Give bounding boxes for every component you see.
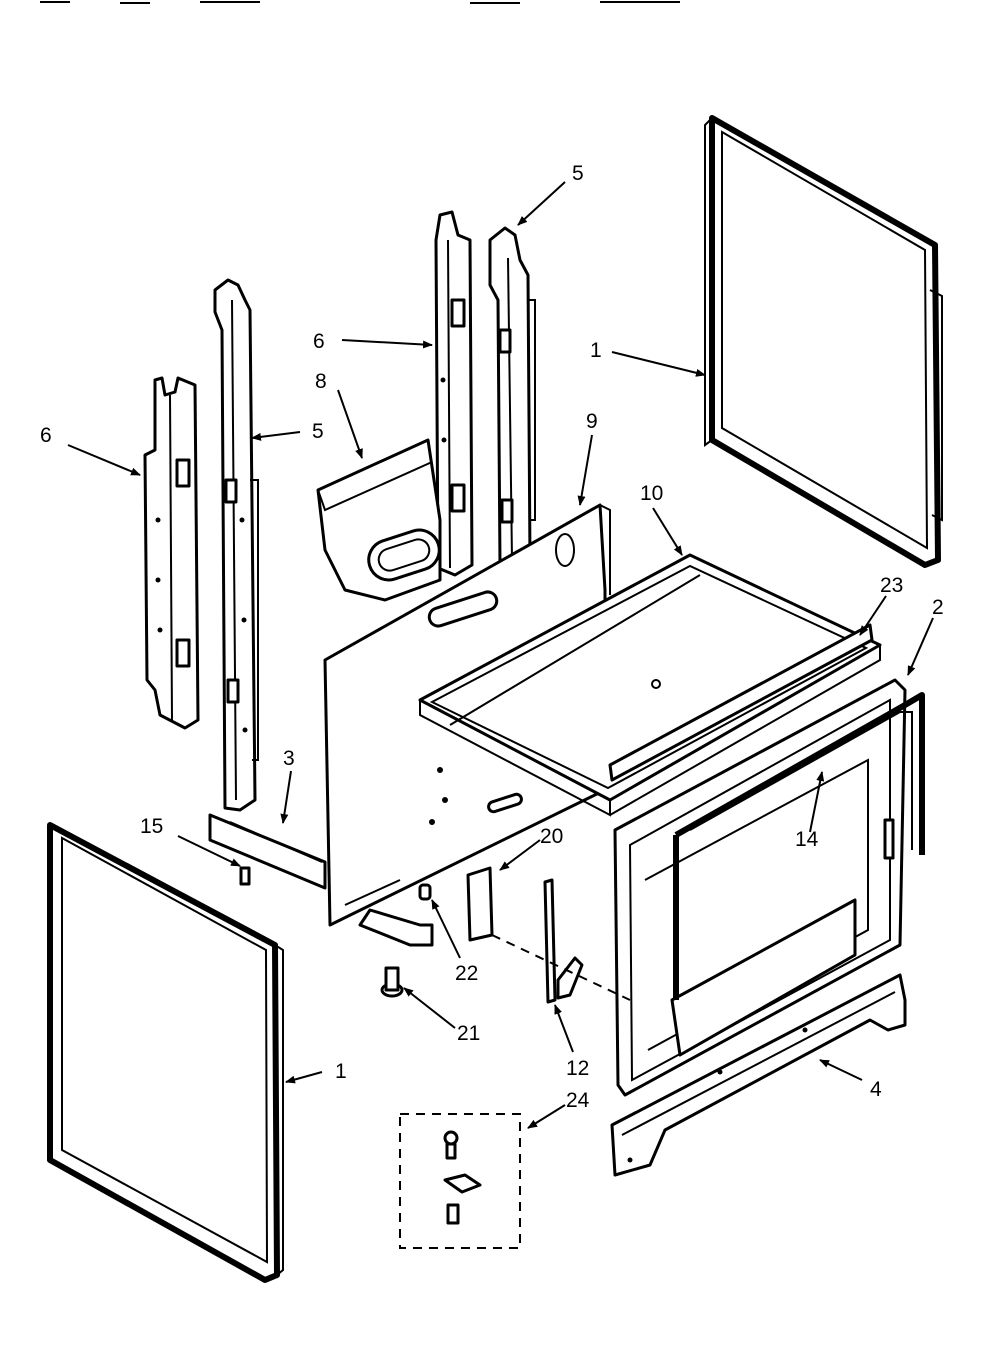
leader-lines xyxy=(67,181,934,1129)
callout-15: 15 xyxy=(140,815,163,838)
callout-10: 10 xyxy=(640,482,663,505)
callout-22: 22 xyxy=(455,962,478,985)
rear-brace-left xyxy=(143,376,200,730)
callout-24: 24 xyxy=(566,1089,590,1112)
callout-5-right: 5 xyxy=(572,162,584,185)
kick-plate xyxy=(610,973,907,1177)
clip-22 xyxy=(418,883,432,901)
callout-6-right: 6 xyxy=(313,330,325,353)
screw-15 xyxy=(239,866,251,886)
front-brace-right xyxy=(488,226,536,570)
base-block xyxy=(358,908,434,947)
bracket-plate xyxy=(466,866,631,1001)
front-rail xyxy=(208,813,327,890)
front-brace-left xyxy=(213,278,259,812)
callout-23: 23 xyxy=(880,574,903,597)
callout-labels: 5 1 6 5 6 8 9 10 23 2 14 3 15 20 22 21 1… xyxy=(40,162,944,1112)
leveling-leg xyxy=(380,966,404,998)
top-edge-artifact xyxy=(40,1,680,4)
callout-4: 4 xyxy=(870,1078,882,1101)
front-frame xyxy=(613,678,907,1097)
callout-3: 3 xyxy=(283,747,295,770)
callout-14: 14 xyxy=(795,828,819,851)
callout-1-top: 1 xyxy=(590,339,602,362)
rear-brace-right xyxy=(434,210,474,577)
oven-bottom xyxy=(418,553,882,817)
callout-5-left: 5 xyxy=(312,420,324,443)
callout-8: 8 xyxy=(315,370,327,393)
callout-6-left: 6 xyxy=(40,424,52,447)
callout-1-bottom: 1 xyxy=(335,1060,347,1083)
hinge-bracket xyxy=(543,878,584,1004)
callout-21: 21 xyxy=(457,1022,480,1045)
callout-20: 20 xyxy=(540,825,563,848)
hardware-kit xyxy=(399,1113,521,1249)
door-gasket xyxy=(673,692,925,1000)
callout-9: 9 xyxy=(586,410,598,433)
callout-2: 2 xyxy=(932,596,944,619)
burner-strip xyxy=(608,623,874,782)
callout-12: 12 xyxy=(566,1057,589,1080)
vent-duct xyxy=(316,438,442,602)
side-panel-left xyxy=(47,822,284,1283)
side-panel-right xyxy=(704,115,943,568)
